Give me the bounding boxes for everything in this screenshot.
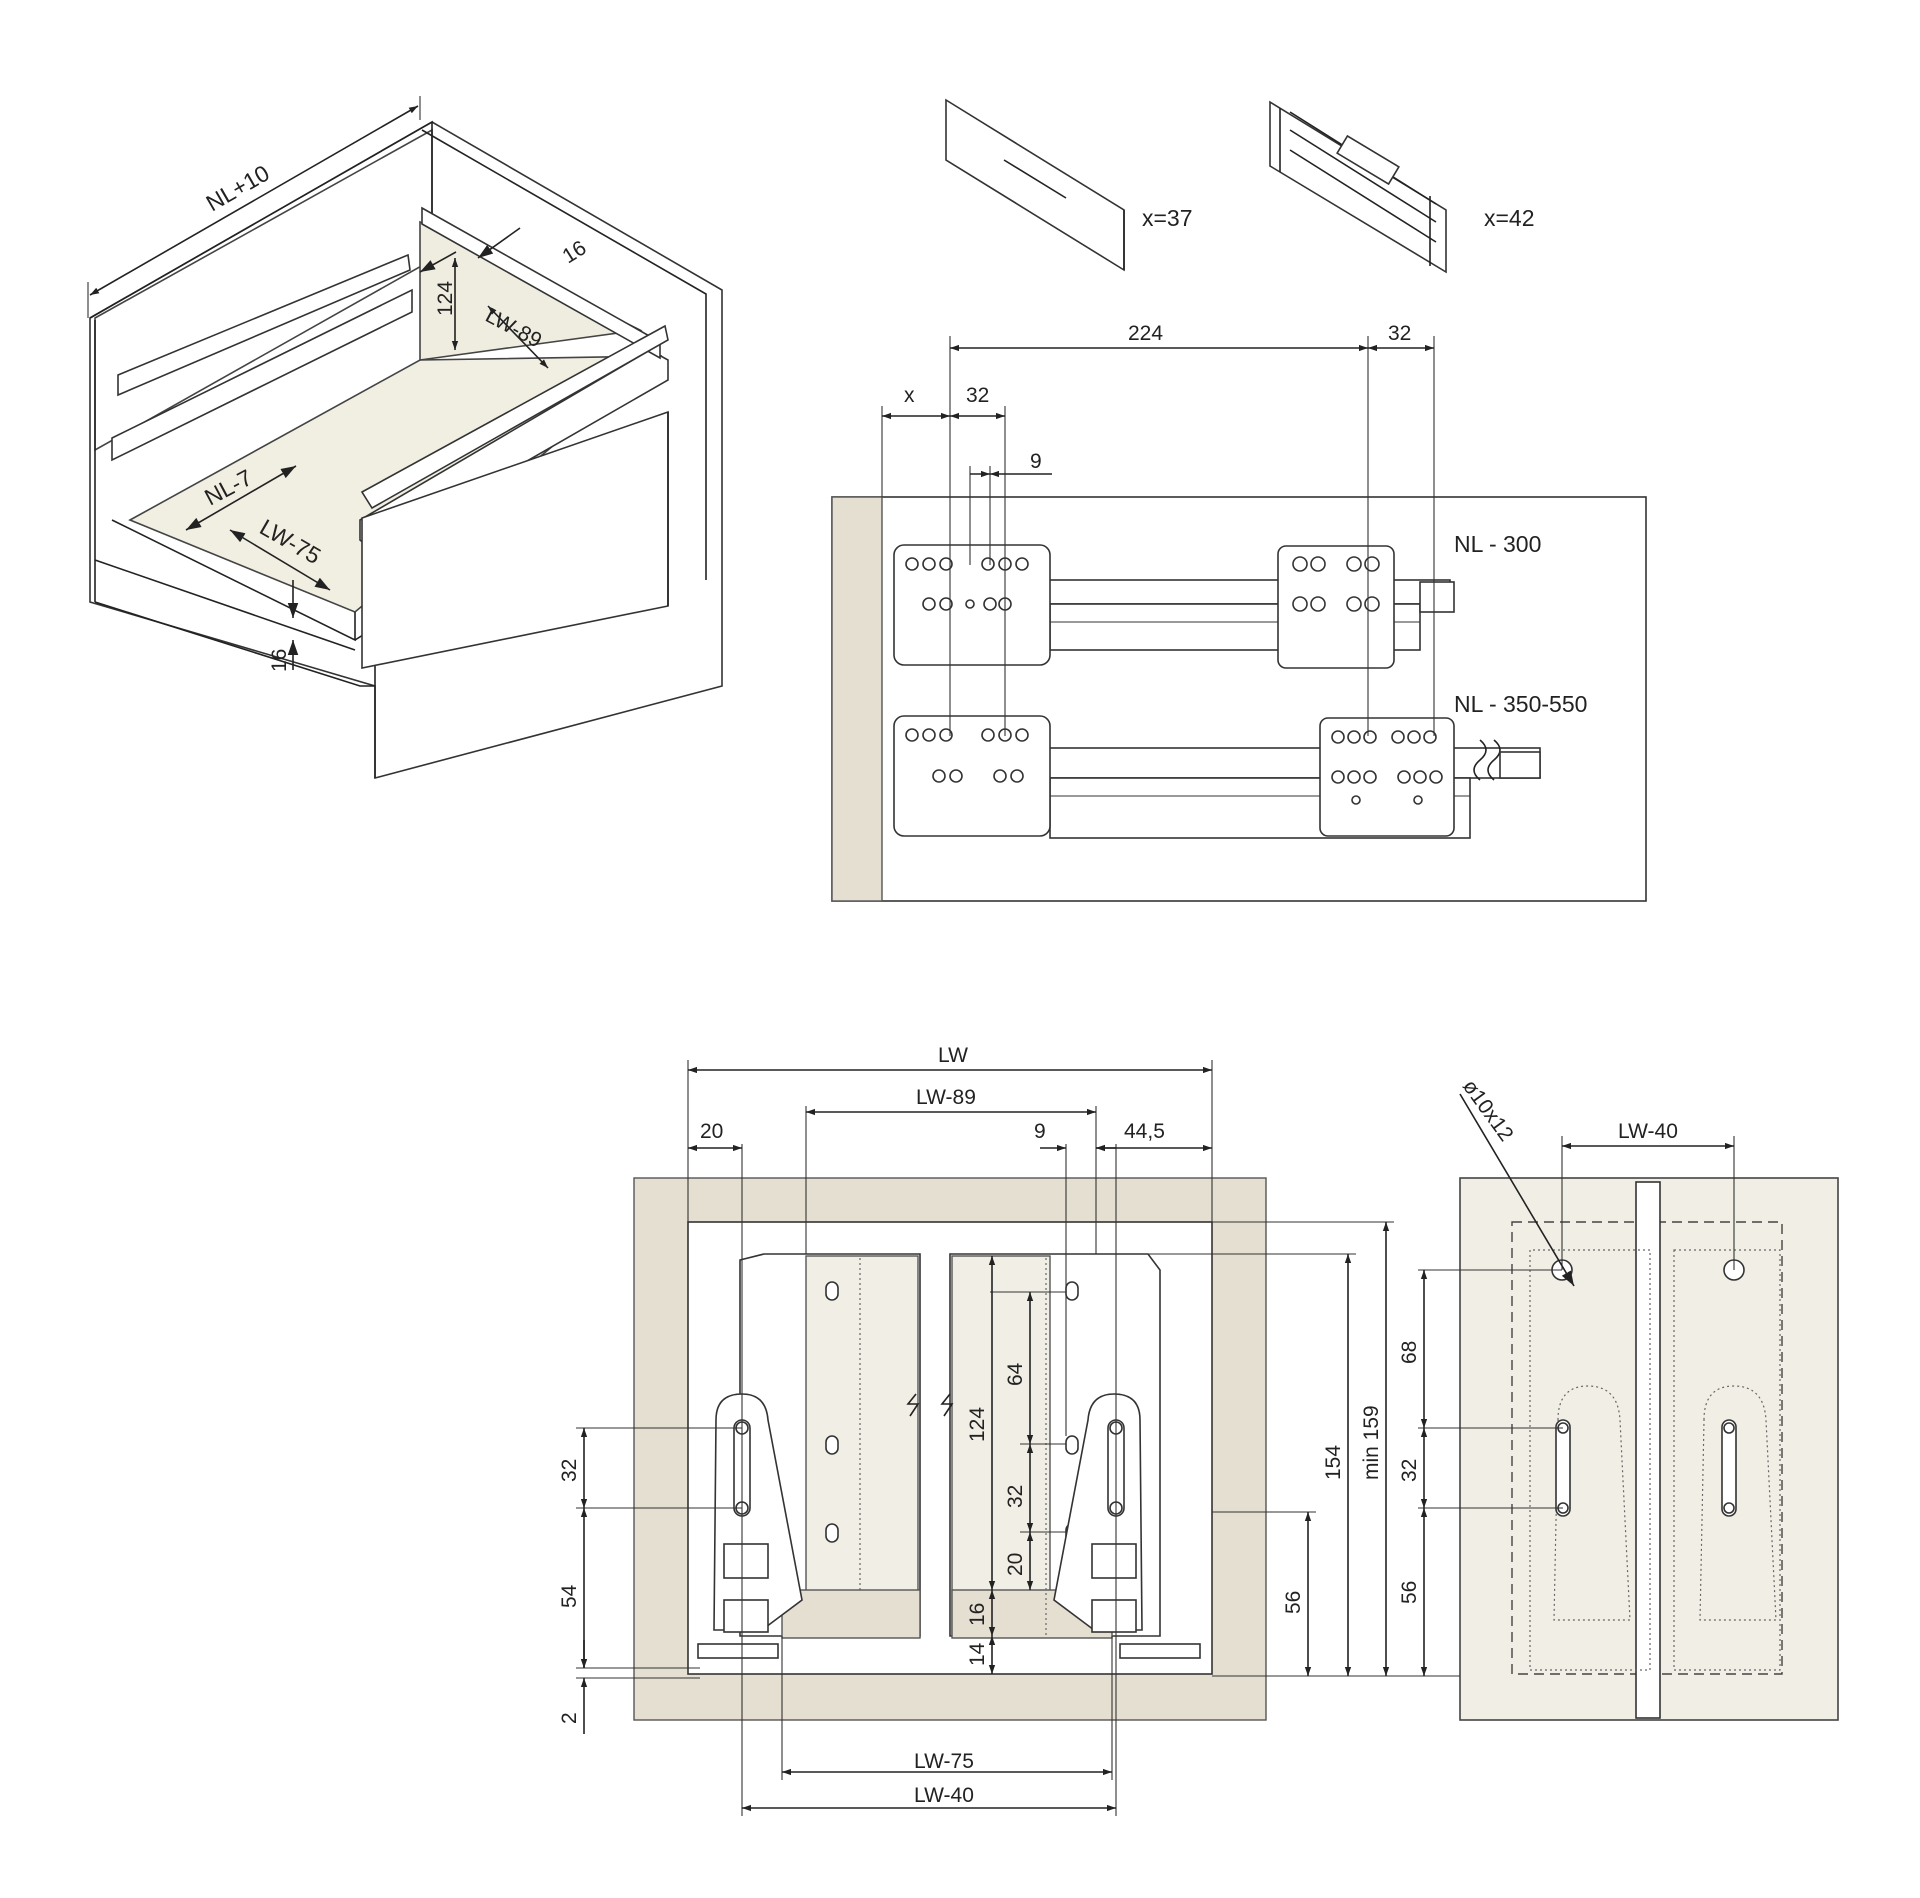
dim-lw-40-rear: LW-40: [1618, 1120, 1678, 1143]
dim-lw-89-front: LW-89: [916, 1086, 976, 1109]
dim-32-center: 32: [1004, 1485, 1027, 1508]
dim-x: x: [904, 384, 915, 407]
side-view-runner-drilling: 224 32 x 32 9 NL - 300 NL - 350-550: [831, 322, 1647, 902]
dim-2: 2: [558, 1712, 581, 1724]
dim-min-159: min 159: [1360, 1405, 1383, 1480]
drawer-front: [361, 410, 669, 669]
dim-14: 14: [966, 1642, 989, 1666]
panel-front-x: x=37: [1142, 205, 1193, 231]
rear-bracket-right: [1699, 1385, 1777, 1621]
dim-nl-plus-10: NL+10: [202, 160, 274, 217]
rail-front-x: x=42: [1484, 205, 1535, 231]
label-nl-300: NL - 300: [1454, 531, 1541, 557]
drawer-side-left-front: [739, 1253, 921, 1639]
dim-224: 224: [1128, 322, 1163, 345]
rear-bracket-left: [1553, 1385, 1631, 1621]
dim-32-rear: 32: [1398, 1459, 1421, 1482]
dim-32-left: 32: [558, 1459, 581, 1482]
dim-124-front: 124: [966, 1407, 989, 1442]
dim-32-top-right: 32: [1388, 322, 1411, 345]
dim-154: 154: [1322, 1445, 1345, 1480]
dim-16-bottom-iso: 16: [268, 649, 291, 672]
dim-54: 54: [558, 1584, 581, 1608]
dim-20-center: 20: [1004, 1553, 1027, 1576]
dim-9-side: 9: [1030, 450, 1042, 473]
dim-hole-diameter: ø10x12: [1458, 1075, 1518, 1145]
dim-56-rear: 56: [1398, 1581, 1421, 1604]
dim-lw-40-front: LW-40: [914, 1784, 974, 1807]
isometric-cabinet-view: NL+10 16 124 LW-89 NL-7 LW-75 16: [87, 96, 723, 780]
dim-32-top-left: 32: [966, 384, 989, 407]
dim-64: 64: [1004, 1362, 1027, 1386]
runner-nl-350-550: [893, 715, 1541, 839]
dim-124-iso: 124: [434, 281, 457, 316]
label-nl-350-550: NL - 350-550: [1454, 691, 1587, 717]
dim-lw: LW: [938, 1044, 968, 1067]
dim-20-top: 20: [700, 1120, 723, 1143]
dim-56-front: 56: [1282, 1591, 1305, 1614]
runner-nl-300: [893, 544, 1455, 669]
dim-9-front: 9: [1034, 1120, 1046, 1143]
front-type-panel: x=37: [945, 98, 1193, 272]
front-view-section: LW LW-89 20 9 44,5 32 54 2 64 32 20 124: [558, 1044, 1440, 1816]
dim-44-5: 44,5: [1124, 1120, 1165, 1143]
dim-16-center: 16: [966, 1603, 989, 1626]
dim-68: 68: [1398, 1341, 1421, 1364]
rear-view-panel: LW-40 ø10x12 68 32 56: [1398, 1075, 1839, 1721]
front-type-rail: x=42: [1269, 100, 1535, 274]
runner-bracket-left: [697, 1393, 803, 1659]
dim-lw-75-front: LW-75: [914, 1750, 974, 1773]
